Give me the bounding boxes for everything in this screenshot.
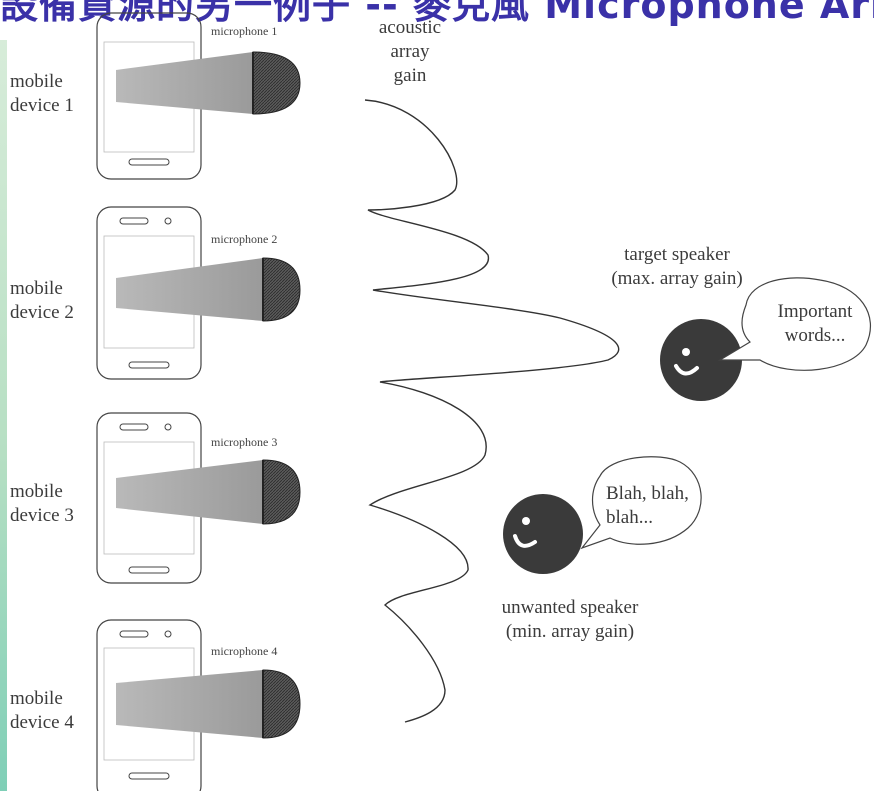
microphone-beam bbox=[116, 460, 263, 524]
array-gain-wave bbox=[364, 99, 620, 723]
mobile-device-4 bbox=[96, 619, 301, 791]
target-speaker-caption: target speaker (max. array gain) bbox=[611, 244, 743, 289]
target-speaker-eye bbox=[682, 348, 690, 356]
target-speaker-smile bbox=[674, 364, 699, 376]
microphone-head bbox=[262, 669, 301, 739]
target-speaker-face bbox=[660, 319, 742, 401]
microphone-1-label: microphone 1 bbox=[211, 24, 278, 38]
device-2-label: mobile device 2 bbox=[10, 278, 74, 323]
device-4-label: mobile device 4 bbox=[10, 688, 74, 733]
device-1-label: mobile device 1 bbox=[10, 71, 74, 116]
earpiece-slot bbox=[119, 217, 149, 225]
mobile-device-1 bbox=[96, 12, 301, 180]
unwanted-speaker bbox=[503, 456, 702, 574]
unwanted-speaker-face bbox=[503, 494, 583, 574]
home-button bbox=[128, 361, 170, 369]
home-button bbox=[128, 158, 170, 166]
microphone-beam bbox=[116, 670, 263, 738]
unwanted-speech-bubble bbox=[580, 456, 702, 550]
mobile-device-2 bbox=[96, 206, 301, 380]
device-3-label: mobile device 3 bbox=[10, 481, 74, 526]
left-decorative-strip bbox=[0, 40, 7, 791]
microphone-head bbox=[252, 51, 301, 115]
camera-dot bbox=[164, 217, 172, 225]
microphone-head bbox=[262, 459, 301, 525]
mobile-device-3 bbox=[96, 412, 301, 584]
camera-dot bbox=[164, 630, 172, 638]
home-button bbox=[128, 566, 170, 574]
unwanted-speech-text: Blah, blah, blah... bbox=[606, 483, 689, 528]
microphone-4-label: microphone 4 bbox=[211, 644, 278, 658]
target-speech-text: Important words... bbox=[777, 301, 853, 346]
camera-dot bbox=[164, 423, 172, 431]
microphone-beam bbox=[116, 52, 253, 114]
unwanted-speaker-eye bbox=[522, 517, 530, 525]
target-speaker bbox=[660, 277, 871, 401]
unwanted-speaker-smile bbox=[513, 534, 537, 548]
earpiece-slot bbox=[119, 423, 149, 431]
array-gain-label: acoustic array gain bbox=[378, 17, 442, 86]
earpiece-slot bbox=[119, 630, 149, 638]
microphone-beam bbox=[116, 258, 263, 321]
target-speech-bubble bbox=[717, 277, 871, 371]
home-button bbox=[128, 772, 170, 780]
microphone-3-label: microphone 3 bbox=[211, 435, 278, 449]
microphone-head bbox=[262, 257, 301, 322]
microphone-2-label: microphone 2 bbox=[211, 232, 278, 246]
unwanted-speaker-caption: unwanted speaker (min. array gain) bbox=[501, 597, 639, 642]
